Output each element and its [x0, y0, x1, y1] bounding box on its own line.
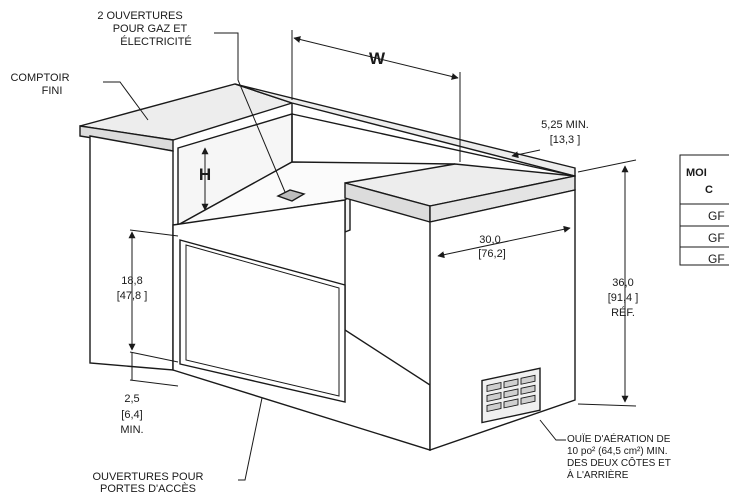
depth-label-line2: [76,2]	[478, 248, 506, 260]
dimension-lines	[103, 30, 637, 481]
countertop-label-line1: COMPTOIR	[10, 72, 69, 84]
model-table	[679, 154, 729, 266]
bottom-gap-label-line3: MIN.	[120, 424, 143, 436]
door-opening	[179, 239, 346, 403]
openings-label-line2: POUR GAZ ET	[113, 23, 188, 35]
vent-label-line2: 10 po² (64,5 cm²) MIN.	[567, 446, 668, 457]
door-openings-label-line1: OUVERTURES POUR	[92, 471, 203, 483]
door-opening-inner	[185, 244, 340, 397]
door-height-label-line2: [47,8 ]	[117, 290, 148, 302]
clearance-label-line2: [13,3 ]	[550, 134, 581, 146]
total-height-label-line3: RÉF.	[611, 306, 635, 319]
vent-leader	[539, 419, 566, 441]
openings-leader	[214, 32, 286, 193]
table-header-sub: C	[705, 184, 713, 196]
recess-right-wall	[344, 194, 351, 234]
door-openings-leader	[238, 397, 263, 481]
table-row-2: GF	[708, 231, 725, 245]
vent-label-line4: À L'ARRIÈRE	[567, 468, 629, 481]
depth-dim-line	[437, 225, 571, 259]
vent-label-line3: DES DEUX CÔTES ET	[567, 456, 671, 469]
table-row-1: GF	[708, 209, 725, 223]
countertop-leader	[103, 81, 149, 121]
openings-label-line3: ÉLECTRICITÉ	[120, 35, 192, 48]
table-header-model: MOI	[686, 167, 707, 179]
width-symbol: W	[369, 49, 386, 68]
total-height-label-line1: 36,0	[612, 277, 633, 289]
bottom-gap-label-line2: [6,4]	[121, 409, 142, 421]
door-openings-label-line2: PORTES D'ACCÈS	[100, 482, 196, 493]
clearance-label-line1: 5,25 MIN.	[541, 119, 589, 131]
openings-label-line1: 2 OUVERTURES	[97, 10, 182, 22]
utility-opening	[276, 189, 306, 202]
countertop-label-line2: FINI	[42, 85, 63, 97]
bottom-gap-label-line1: 2,5	[124, 393, 139, 405]
door-height-label-line1: 18,8	[121, 275, 142, 287]
width-dim-line	[293, 36, 459, 80]
clearance-dim-line	[511, 149, 541, 159]
height-symbol: H	[199, 165, 211, 184]
table-row-3: GF	[708, 252, 725, 266]
total-height-label-line2: [91,4 ]	[608, 292, 639, 304]
depth-label-line1: 30,0	[479, 234, 500, 246]
labels: 2 OUVERTURES POUR GAZ ET ÉLECTRICITÉ COM…	[10, 10, 670, 493]
vent-louvers	[486, 374, 536, 413]
vent-label-line1: OUÏE D'AÉRATION DE	[567, 432, 671, 445]
